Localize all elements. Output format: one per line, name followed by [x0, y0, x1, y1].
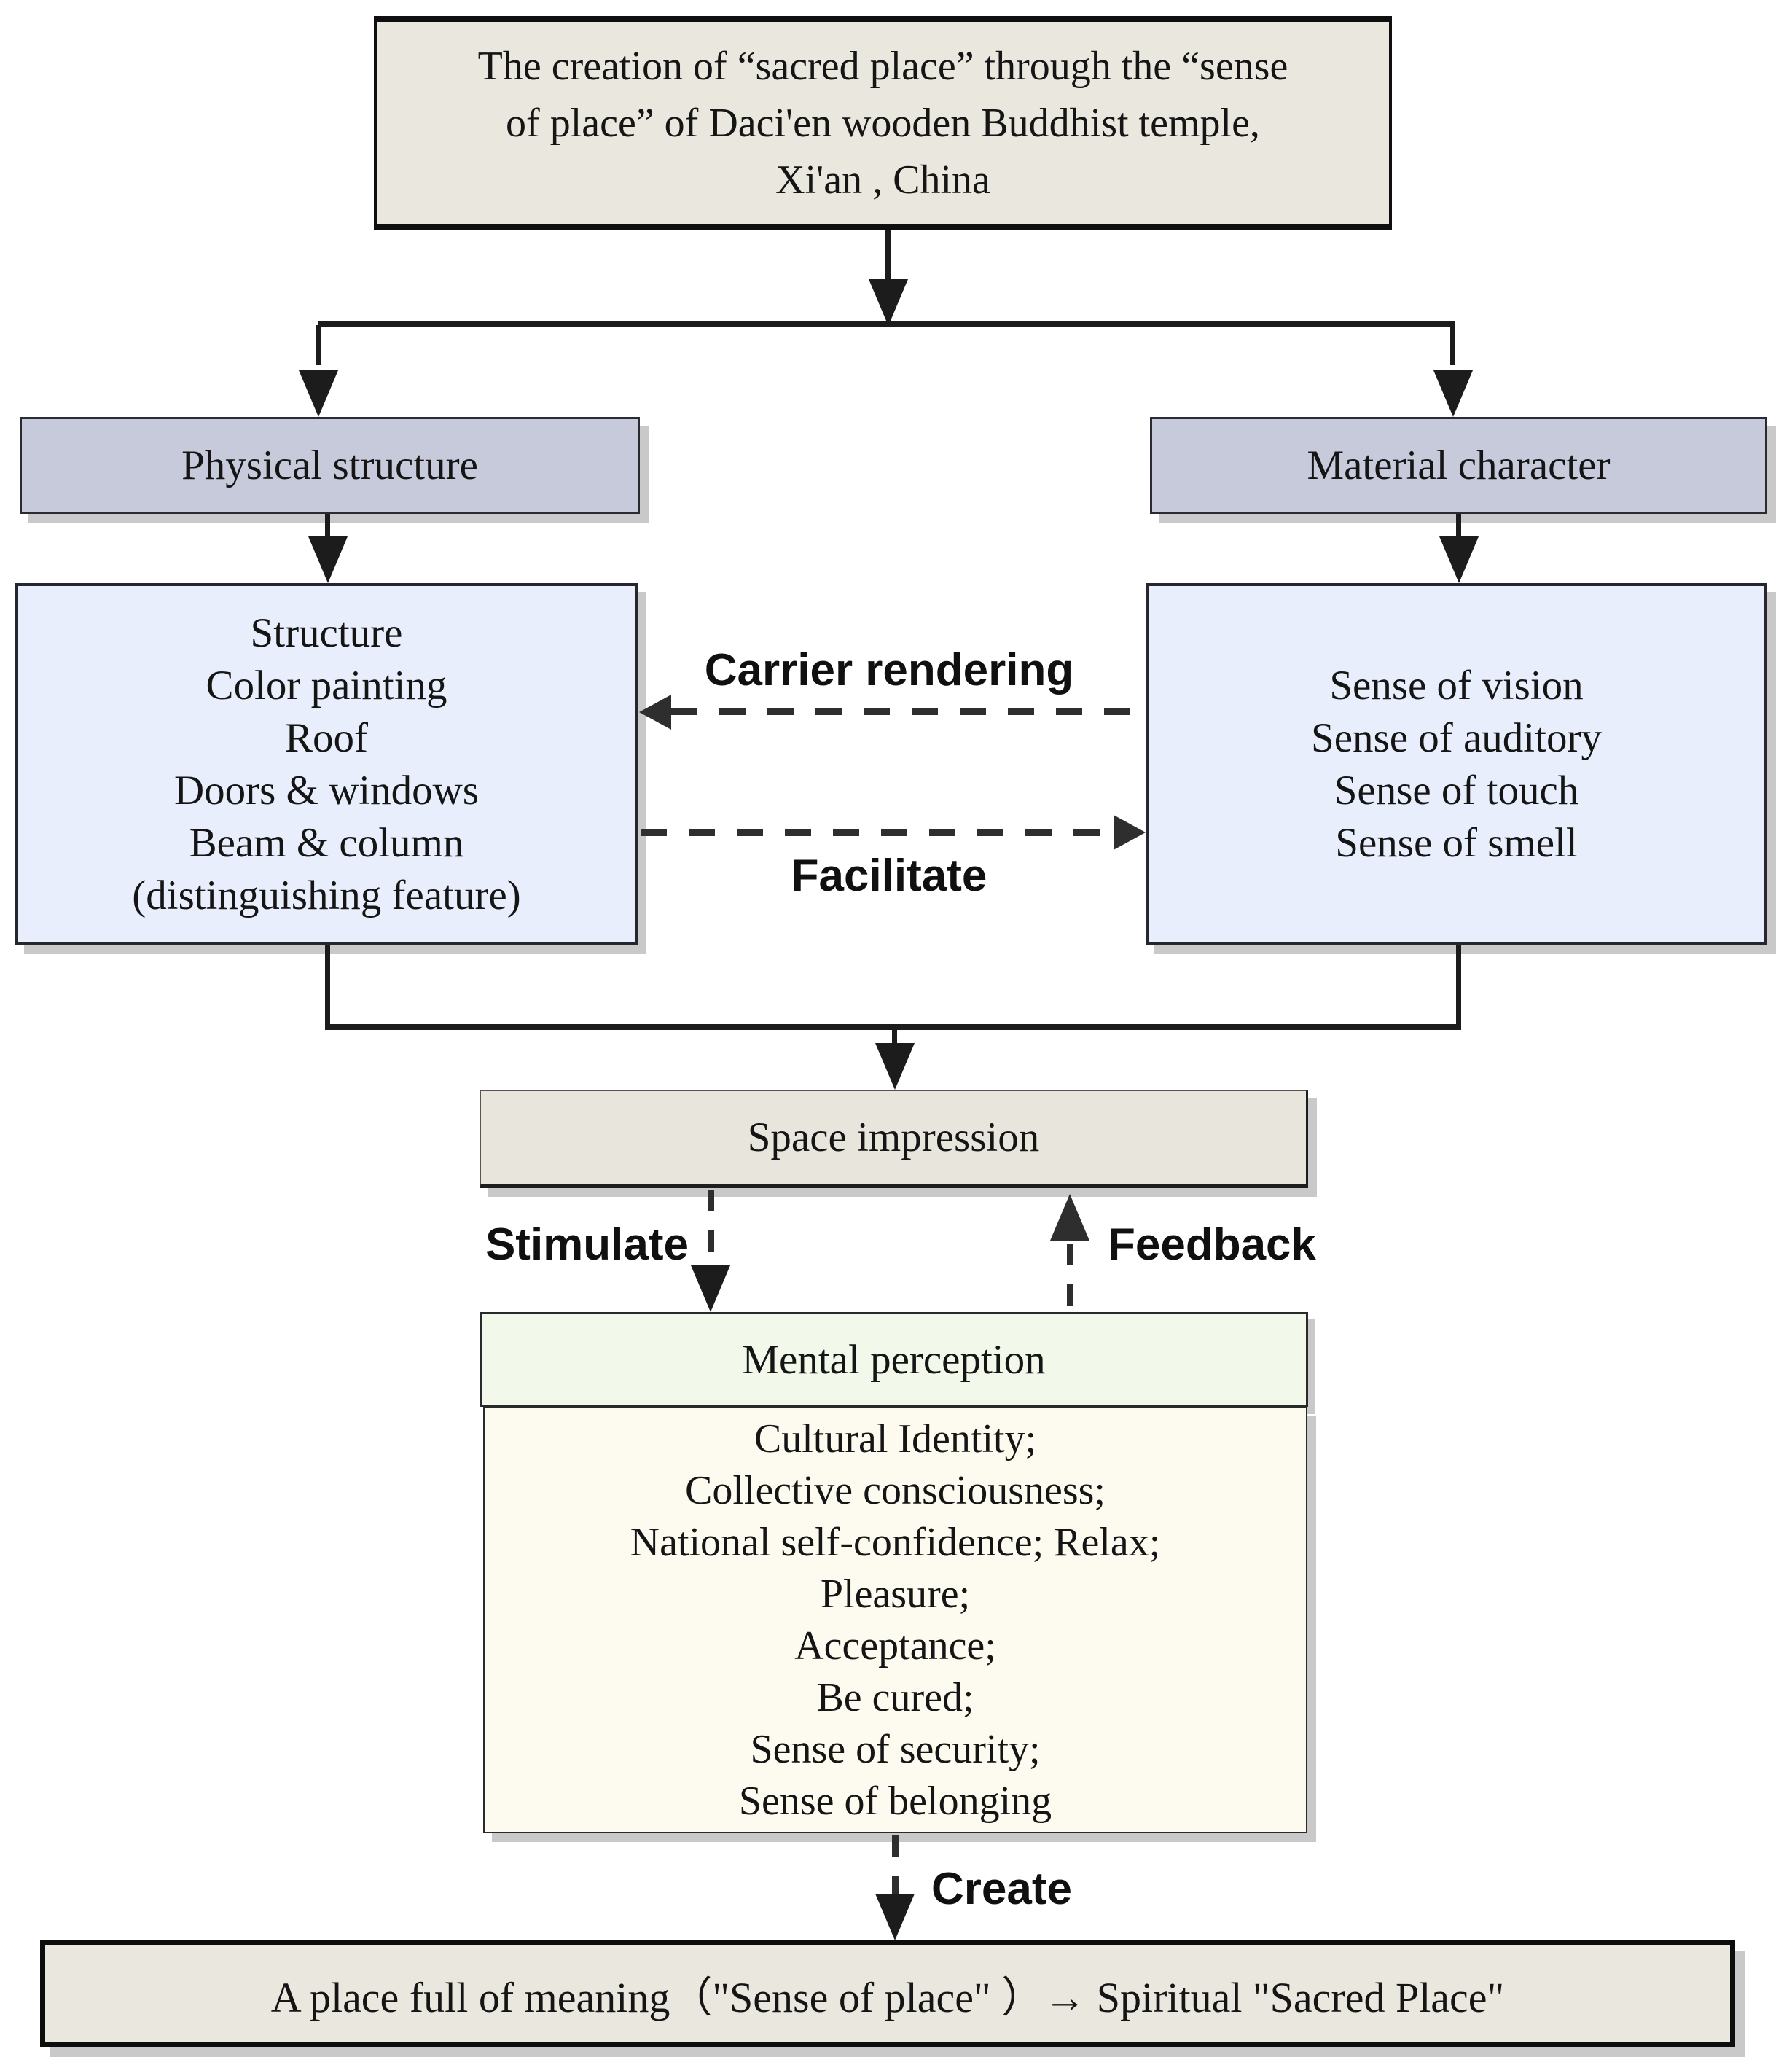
sensory-details-box: Sense of vision Sense of auditory Sense …	[1146, 583, 1767, 945]
connector-line	[316, 325, 321, 365]
mental-perception-label: Mental perception	[742, 1336, 1046, 1383]
create-label: Create	[931, 1864, 1072, 1914]
space-impression-box: Space impression	[480, 1090, 1308, 1188]
arrowhead-down-icon	[1433, 370, 1473, 417]
mental-item: Sense of security;	[750, 1726, 1041, 1772]
detail-line: Beam & column	[189, 819, 464, 866]
result-box: A place full of meaning（"Sense of place"…	[40, 1940, 1735, 2047]
arrowhead-down-icon	[875, 1043, 915, 1090]
mental-item: Pleasure;	[820, 1571, 971, 1617]
arrowhead-down-icon	[308, 536, 348, 583]
carrier-rendering-label: Carrier rendering	[704, 645, 1074, 695]
detail-line: Roof	[285, 714, 368, 761]
mental-item: Collective consciousness;	[684, 1467, 1106, 1513]
space-impression-label: Space impression	[747, 1115, 1040, 1160]
physical-details-box: Structure Color painting Roof Doors & wi…	[15, 583, 638, 945]
detail-line: Sense of vision	[1329, 662, 1584, 708]
detail-line: Structure	[250, 609, 403, 656]
mental-perception-content: Cultural Identity; Collective consciousn…	[483, 1407, 1307, 1833]
mental-item: Acceptance;	[794, 1623, 996, 1668]
branch-line	[318, 321, 1455, 327]
arrowhead-down-icon	[875, 1894, 915, 1940]
arrowhead-down-icon	[869, 279, 908, 326]
title-line: Xi'an , China	[775, 157, 990, 203]
mental-item: Cultural Identity;	[754, 1416, 1037, 1461]
detail-line: Doors & windows	[173, 767, 479, 813]
mental-item: National self-confidence; Relax;	[630, 1519, 1161, 1565]
stimulate-label: Stimulate	[485, 1219, 689, 1270]
arrowhead-down-icon	[691, 1265, 730, 1312]
title-line: of place” of Daci'en wooden Buddhist tem…	[506, 100, 1260, 146]
arrowhead-left-icon	[639, 695, 671, 730]
physical-structure-box: Physical structure	[20, 417, 640, 514]
carrier-dashed-line	[671, 708, 1146, 715]
arrowhead-down-icon	[1439, 536, 1479, 583]
facilitate-label: Facilitate	[791, 851, 987, 901]
detail-line: Color painting	[206, 662, 447, 708]
connector-line	[325, 514, 330, 543]
connector-line	[892, 1030, 897, 1052]
mental-perception-header: Mental perception	[480, 1312, 1308, 1407]
detail-line: Sense of smell	[1335, 819, 1578, 866]
feedback-label: Feedback	[1108, 1219, 1317, 1270]
facilitate-dashed-line	[641, 829, 1118, 836]
title-line: The creation of “sacred place” through t…	[477, 43, 1288, 89]
feedback-dashed-line	[1067, 1244, 1073, 1312]
connector-line	[1456, 945, 1461, 1030]
title-box: The creation of “sacred place” through t…	[374, 16, 1392, 230]
detail-line: Sense of touch	[1334, 767, 1579, 813]
detail-line: (distinguishing feature)	[132, 872, 521, 918]
connector-line	[1450, 325, 1455, 365]
connector-line	[1456, 514, 1461, 543]
material-character-label: Material character	[1307, 442, 1611, 488]
result-label: A place full of meaning（"Sense of place"…	[270, 1974, 1505, 2021]
detail-line: Sense of auditory	[1311, 714, 1602, 761]
connector-line	[885, 230, 891, 302]
create-dashed-line	[892, 1835, 899, 1897]
arrowhead-up-icon	[1050, 1194, 1089, 1241]
arrowhead-down-icon	[299, 370, 338, 417]
arrowhead-right-icon	[1114, 815, 1146, 850]
merge-line	[325, 1024, 1461, 1030]
mental-item: Sense of belonging	[738, 1778, 1052, 1824]
material-character-box: Material character	[1150, 417, 1767, 514]
mental-item: Be cured;	[816, 1674, 974, 1720]
physical-structure-label: Physical structure	[181, 442, 478, 488]
stimulate-dashed-line	[708, 1190, 714, 1268]
connector-line	[325, 945, 330, 1030]
